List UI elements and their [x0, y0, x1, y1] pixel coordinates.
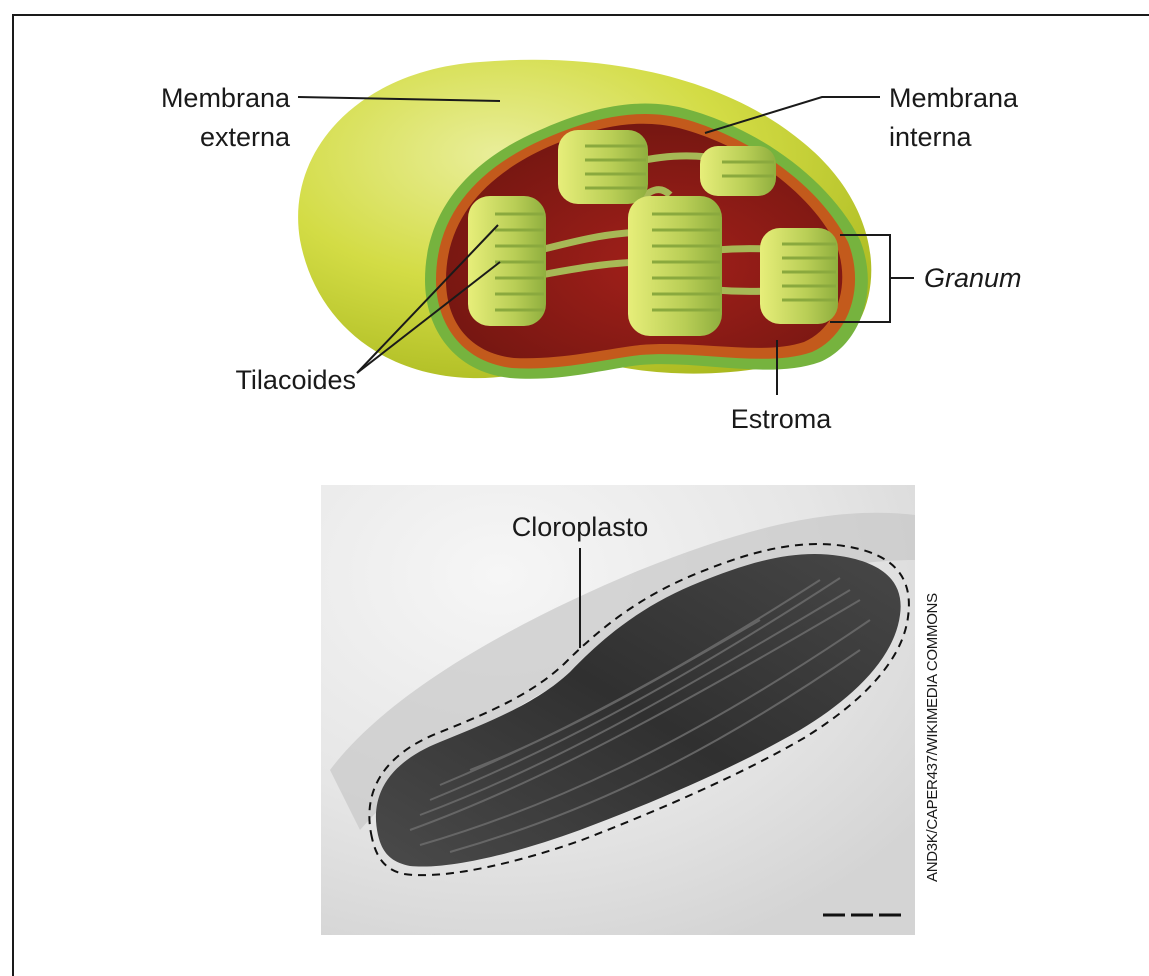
- label-membrana-externa-1: Membrana: [161, 83, 291, 113]
- micrograph: Cloroplasto: [321, 485, 915, 935]
- granum-stack-5: [760, 228, 838, 324]
- granum-stack-2: [558, 130, 648, 204]
- label-membrana-interna-1: Membrana: [889, 83, 1019, 113]
- label-tilacoides: Tilacoides: [235, 365, 356, 395]
- label-cloroplasto: Cloroplasto: [512, 512, 649, 542]
- label-granum: Granum: [924, 263, 1022, 293]
- label-membrana-interna-2: interna: [889, 122, 973, 152]
- granum-stack-4: [628, 196, 722, 336]
- granum-stack-1: [468, 196, 546, 326]
- granum-stack-3: [700, 146, 776, 196]
- label-membrana-externa-2: externa: [200, 122, 291, 152]
- label-estroma: Estroma: [731, 404, 833, 434]
- photo-credit: AND3K/CAPER437/WIKIMEDIA COMMONS: [924, 593, 941, 882]
